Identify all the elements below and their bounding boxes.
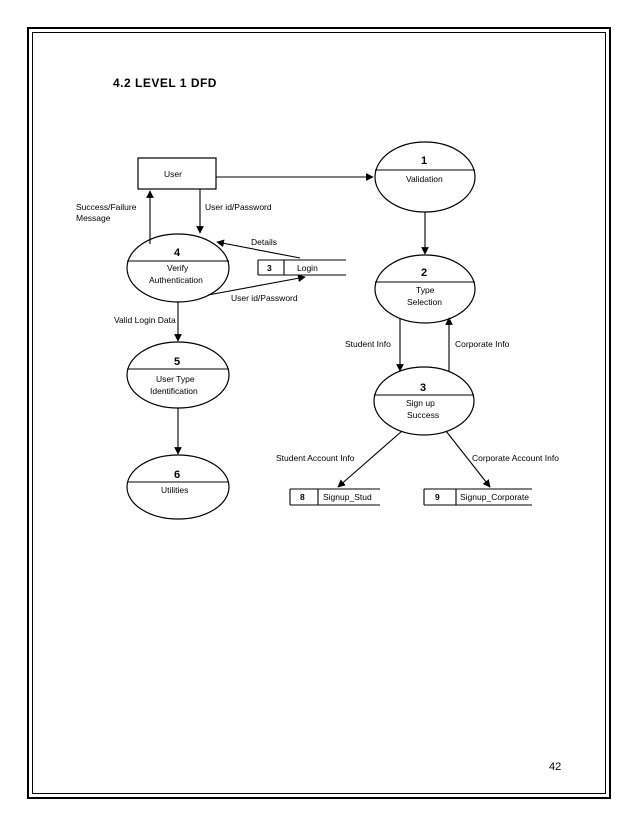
process-4-number: 4 [174, 247, 181, 259]
process-2-name-line2: Selection [407, 297, 442, 307]
flow-verify-to-user-type: Valid Login Data [114, 302, 182, 342]
process-6-name: Utilities [161, 485, 188, 495]
flow-type-selection-to-sign-up-student: Student Info [345, 319, 404, 372]
process-4-name-line2: Authentication [149, 275, 203, 285]
flow-label-success-failure-line1: Success/Failure [76, 202, 137, 212]
entity-user: User [137, 157, 217, 190]
process-6-utilities: 6 Utilities [126, 454, 230, 520]
data-store-signup-corporate: 9 Signup_Corporate [423, 488, 532, 506]
data-store-signup-stud: 8 Signup_Stud [289, 488, 380, 506]
data-store-signup-corporate-name: Signup_Corporate [460, 492, 529, 502]
process-1-number: 1 [421, 155, 427, 167]
page-border-outer [27, 27, 611, 799]
flow-label-user-id-password-store: User id/Password [231, 293, 298, 303]
process-4-name-line1: Verify [167, 263, 189, 273]
flow-user-to-verify-credentials: User id/Password [196, 189, 272, 234]
process-5-name-line2: Identification [150, 386, 198, 396]
process-3-number: 3 [420, 382, 426, 394]
process-2-number: 2 [421, 267, 427, 279]
data-store-signup-corporate-id: 9 [435, 492, 440, 502]
flow-sign-up-to-signup-corporate: Corporate Account Info [445, 430, 559, 488]
process-1-name: Validation [406, 174, 443, 184]
process-3-name-line1: Sign up [406, 398, 435, 408]
process-2-type-selection: 2 Type Selection [374, 254, 476, 324]
flow-label-student-account-info: Student Account Info [276, 453, 355, 463]
flow-label-success-failure-line2: Message [76, 213, 111, 223]
process-4-verify-authentication: 4 Verify Authentication [126, 233, 230, 303]
flow-verify-to-login-store: User id/Password [207, 274, 306, 303]
process-2-name-line1: Type [416, 285, 435, 295]
process-5-name-line1: User Type [156, 374, 195, 384]
flow-label-student-info: Student Info [345, 339, 391, 349]
data-store-login: 3 Login [257, 259, 346, 276]
data-store-login-name: Login [297, 263, 318, 273]
process-1-validation: 1 Validation [374, 141, 476, 213]
process-3-name-line2: Success [407, 410, 439, 420]
page-number: 42 [549, 761, 562, 773]
flow-verify-to-user-success-failure: Success/Failure Message [76, 190, 154, 244]
flow-sign-up-to-type-selection-corporate: Corporate Info [445, 317, 510, 372]
flow-label-user-id-password-down: User id/Password [205, 202, 272, 212]
flow-label-corporate-account-info: Corporate Account Info [472, 453, 559, 463]
entity-user-label: User [164, 169, 182, 179]
process-6-number: 6 [174, 469, 180, 481]
flow-sign-up-to-signup-stud: Student Account Info [276, 430, 403, 488]
section-heading: 4.2 LEVEL 1 DFD [113, 76, 217, 90]
flow-label-details: Details [251, 237, 277, 247]
data-store-signup-stud-id: 8 [300, 492, 305, 502]
data-store-signup-stud-name: Signup_Stud [323, 492, 372, 502]
flow-label-valid-login-data: Valid Login Data [114, 315, 176, 325]
data-store-login-id: 3 [267, 263, 272, 273]
flow-label-corporate-info: Corporate Info [455, 339, 510, 349]
process-3-sign-up-success: 3 Sign up Success [373, 366, 475, 436]
page-border-inner [32, 32, 606, 794]
process-5-user-type-identification: 5 User Type Identification [126, 341, 230, 409]
flow-login-store-to-verify-details: Details [216, 237, 301, 259]
process-5-number: 5 [174, 356, 180, 368]
